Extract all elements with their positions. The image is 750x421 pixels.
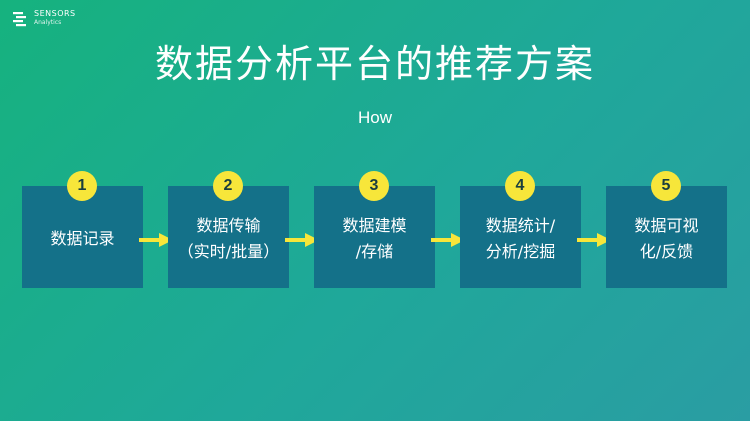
step-number-2: 2 (213, 171, 243, 201)
logo-brand: SENSORS (34, 9, 76, 18)
arrow-right-icon (431, 233, 465, 247)
step-label-5: 数据可视 化/反馈 (634, 215, 699, 261)
step-box-1: 数据记录 (22, 186, 143, 288)
logo-subtitle: Analytics (34, 19, 62, 26)
arrow-right-icon (139, 233, 173, 247)
step-label-2: 数据传输 （实时/批量） (177, 215, 280, 261)
page-title: 数据分析平台的推荐方案 (154, 42, 595, 86)
step-box-3: 数据建模 /存储 (314, 186, 435, 288)
sensors-logo: SENSORS Analytics (12, 10, 76, 30)
step-number-4: 4 (505, 171, 535, 201)
step-label-1: 数据记录 (50, 228, 115, 248)
page-subtitle: How (357, 108, 392, 127)
step-number-5: 5 (651, 171, 681, 201)
step-label-3: 数据建模 /存储 (342, 215, 407, 261)
sensors-logo-icon (13, 12, 26, 27)
step-number-1: 1 (67, 171, 97, 201)
step-box-4: 数据统计/ 分析/挖掘 (460, 186, 581, 288)
step-box-5: 数据可视 化/反馈 (606, 186, 727, 288)
arrow-right-icon (285, 233, 319, 247)
arrow-right-icon (577, 233, 611, 247)
step-number-3: 3 (359, 171, 389, 201)
step-box-2: 数据传输 （实时/批量） (168, 186, 289, 288)
step-label-4: 数据统计/ 分析/挖掘 (485, 215, 556, 261)
